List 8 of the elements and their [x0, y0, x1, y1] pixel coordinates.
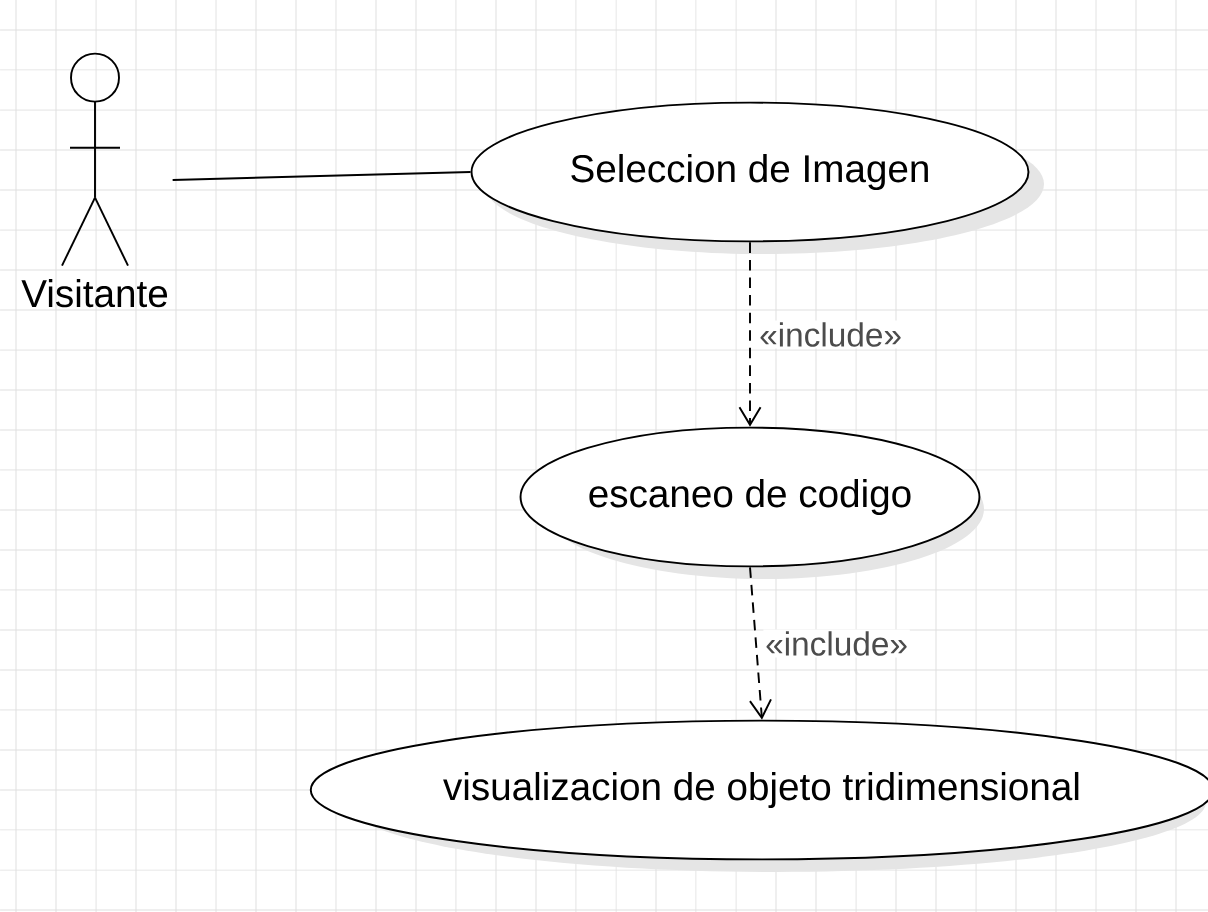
association-line — [171, 171, 472, 181]
actor-figure: Visitante — [21, 52, 168, 308]
connector-arrow — [749, 566, 772, 720]
connector-arrow — [738, 241, 762, 427]
node-label: Visitante — [21, 278, 168, 308]
edge-label: «include» — [766, 631, 907, 656]
node-label: visualizacion de objeto tridimensional — [443, 771, 1079, 809]
edge-label: «include» — [760, 322, 901, 347]
